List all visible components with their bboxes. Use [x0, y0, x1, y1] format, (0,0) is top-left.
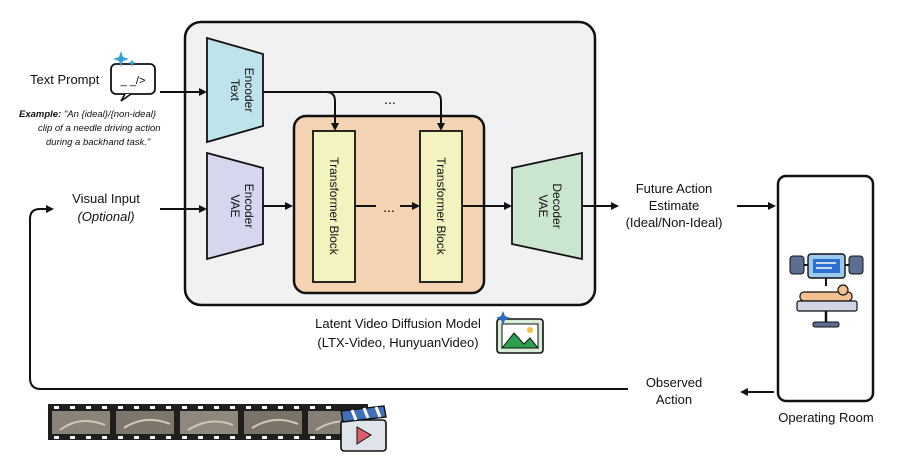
- transformer-block-2: [419, 130, 463, 283]
- vae-decoder-block: [511, 151, 583, 261]
- observed-action-line-1: Observed: [646, 375, 702, 390]
- visual-input-optional: (Optional): [77, 209, 134, 224]
- vae-encoder-label-1: VAE: [228, 194, 242, 217]
- svg-text:_ _/>: _ _/>: [120, 75, 146, 87]
- block-ellipsis: ...: [383, 199, 395, 215]
- example-line-3: during a backhand task.": [46, 137, 151, 148]
- text-prompt-label: Text Prompt: [30, 72, 100, 87]
- cross-attention-ellipsis: ...: [384, 91, 396, 107]
- surgical-robot-icon: [789, 253, 864, 328]
- model-caption-line-2: (LTX-Video, HunyuanVideo): [317, 335, 478, 350]
- text-encoder-label-1: Text: [228, 79, 242, 102]
- future-estimate-line-2: Estimate: [649, 198, 700, 213]
- film-strip: [48, 404, 368, 440]
- example-line-1: Example: "An {ideal}/{non-ideal}: [19, 109, 157, 120]
- image-icon: [496, 311, 544, 354]
- model-caption-line-1: Latent Video Diffusion Model: [315, 316, 481, 331]
- observed-action-line-2: Action: [656, 392, 692, 407]
- transformer-block-1-label: Transformer Block: [327, 157, 341, 256]
- example-line-2: clip of a needle driving action: [38, 123, 161, 134]
- transformer-block-2-label: Transformer Block: [434, 157, 448, 256]
- text-encoder-block: [206, 36, 264, 144]
- operating-room-label: Operating Room: [778, 410, 873, 425]
- text-to-block2-arrow: [326, 91, 445, 131]
- future-estimate-line-1: Future Action: [636, 181, 713, 196]
- visual-input-label: Visual Input: [72, 191, 140, 206]
- vae-encoder-label-2: Encoder: [242, 184, 256, 229]
- future-estimate-line-3: (Ideal/Non-Ideal): [626, 215, 723, 230]
- text-encoder-label-2: Encoder: [242, 68, 256, 113]
- vae-decoder-label-1: VAE: [536, 194, 550, 217]
- operating-room-box: [776, 174, 875, 403]
- transformer-block-1: [312, 130, 356, 283]
- vae-decoder-label-2: Decoder: [550, 183, 564, 228]
- feedback-loop-arrow: [29, 205, 628, 390]
- code-prompt-icon: _ _/>: [110, 51, 156, 102]
- vae-encoder-block: [206, 151, 264, 261]
- video-clapper-icon: [340, 405, 387, 452]
